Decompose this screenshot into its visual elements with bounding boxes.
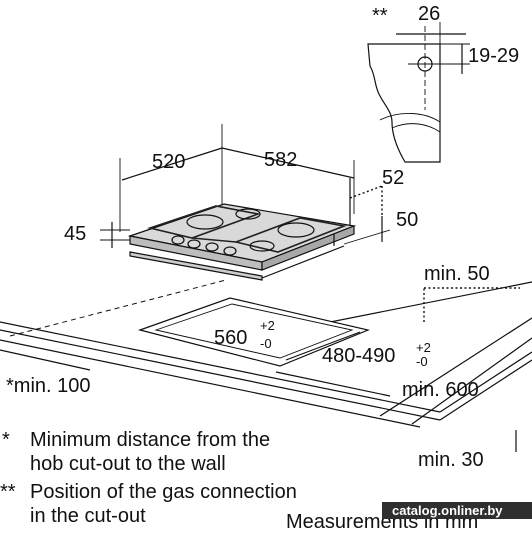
watermark-text: catalog.onliner.by — [392, 503, 503, 518]
cutout-width-label: 560 — [214, 327, 247, 349]
worktop-side-bottom — [439, 359, 532, 421]
detail-bracket-shape — [367, 43, 441, 163]
cutout-outer — [137, 297, 370, 367]
burner-large-icon — [186, 214, 224, 230]
burner-back-icon — [235, 208, 261, 220]
dim-45-label: 45 — [64, 223, 86, 245]
footnotes: * Minimum distance from the hob cut-out … — [0, 429, 297, 527]
min-600-label: min. 600 — [402, 379, 479, 401]
cutout-inner — [154, 303, 354, 359]
note-2-line2: in the cut-out — [30, 505, 146, 527]
dimline-520 — [121, 147, 223, 181]
min-50-label: min. 50 — [424, 263, 490, 285]
dimline-582 — [221, 147, 355, 179]
detail-marker: ** — [372, 5, 388, 27]
hob-side-edge — [261, 225, 355, 271]
cutout-width-tol-plus: +2 — [260, 318, 275, 333]
wall-dashed-line — [9, 279, 227, 337]
note-1-marker: * — [2, 429, 10, 451]
note-2-line1: Position of the gas connection — [30, 481, 297, 503]
min-30-label: min. 30 — [418, 449, 484, 471]
dim-582-label: 582 — [264, 149, 297, 171]
knob-4-icon — [223, 246, 237, 256]
cutout-depth-tol-minus: -0 — [416, 354, 428, 369]
burner-right-icon — [277, 222, 315, 238]
worktop-front-top — [0, 321, 441, 413]
cabinet-front-line — [0, 339, 421, 428]
hob-base-side — [261, 245, 345, 279]
note-2-marker: ** — [0, 481, 16, 503]
worktop-side-top — [439, 351, 532, 413]
watermark-badge — [382, 502, 532, 519]
worktop-back-edge — [299, 281, 532, 329]
cabinet-side-line — [411, 337, 532, 425]
dimline-cutout-depth — [285, 331, 361, 361]
note-1-line1: Minimum distance from the — [30, 429, 270, 451]
hob-base-bar — [129, 251, 263, 281]
control-knobs — [171, 235, 237, 256]
dim-50-ext — [343, 229, 391, 245]
dimline-min100 — [0, 349, 91, 371]
dim-52-label: 52 — [382, 167, 404, 189]
dim-50-label: 50 — [396, 209, 418, 231]
dim-520-label: 520 — [152, 151, 185, 173]
hob-glass-top — [127, 203, 357, 263]
hob-pan-supports — [147, 205, 347, 253]
detail-curve-1 — [379, 112, 441, 123]
detail-width-label: 26 — [418, 3, 440, 25]
knob-3-icon — [205, 242, 219, 252]
knob-1-icon — [171, 235, 185, 245]
detail-range-label: 19-29 — [468, 45, 519, 67]
dim-52-dotted — [349, 185, 383, 199]
gas-connection-detail: ** 26 19-29 — [367, 3, 519, 163]
worktop-front-bottom — [0, 329, 441, 421]
cutout-depth-tol-plus: +2 — [416, 340, 431, 355]
cutout-width-tol-minus: -0 — [260, 336, 272, 351]
burner-front-icon — [249, 240, 275, 252]
min-100-label: *min. 100 — [6, 375, 91, 397]
dimline-min600 — [275, 371, 391, 397]
detail-curve-2 — [391, 123, 441, 133]
worktop-mid-edge — [379, 317, 532, 417]
cutout-depth-label: 480-490 — [322, 345, 395, 367]
knob-2-icon — [187, 239, 201, 249]
countertop-drawing: 560 +2 -0 480-490 +2 -0 min. 50 *min. 10… — [0, 263, 532, 471]
note-1-line2: hob cut-out to the wall — [30, 453, 226, 475]
hob-drawing: 520 582 45 52 50 — [64, 124, 418, 281]
